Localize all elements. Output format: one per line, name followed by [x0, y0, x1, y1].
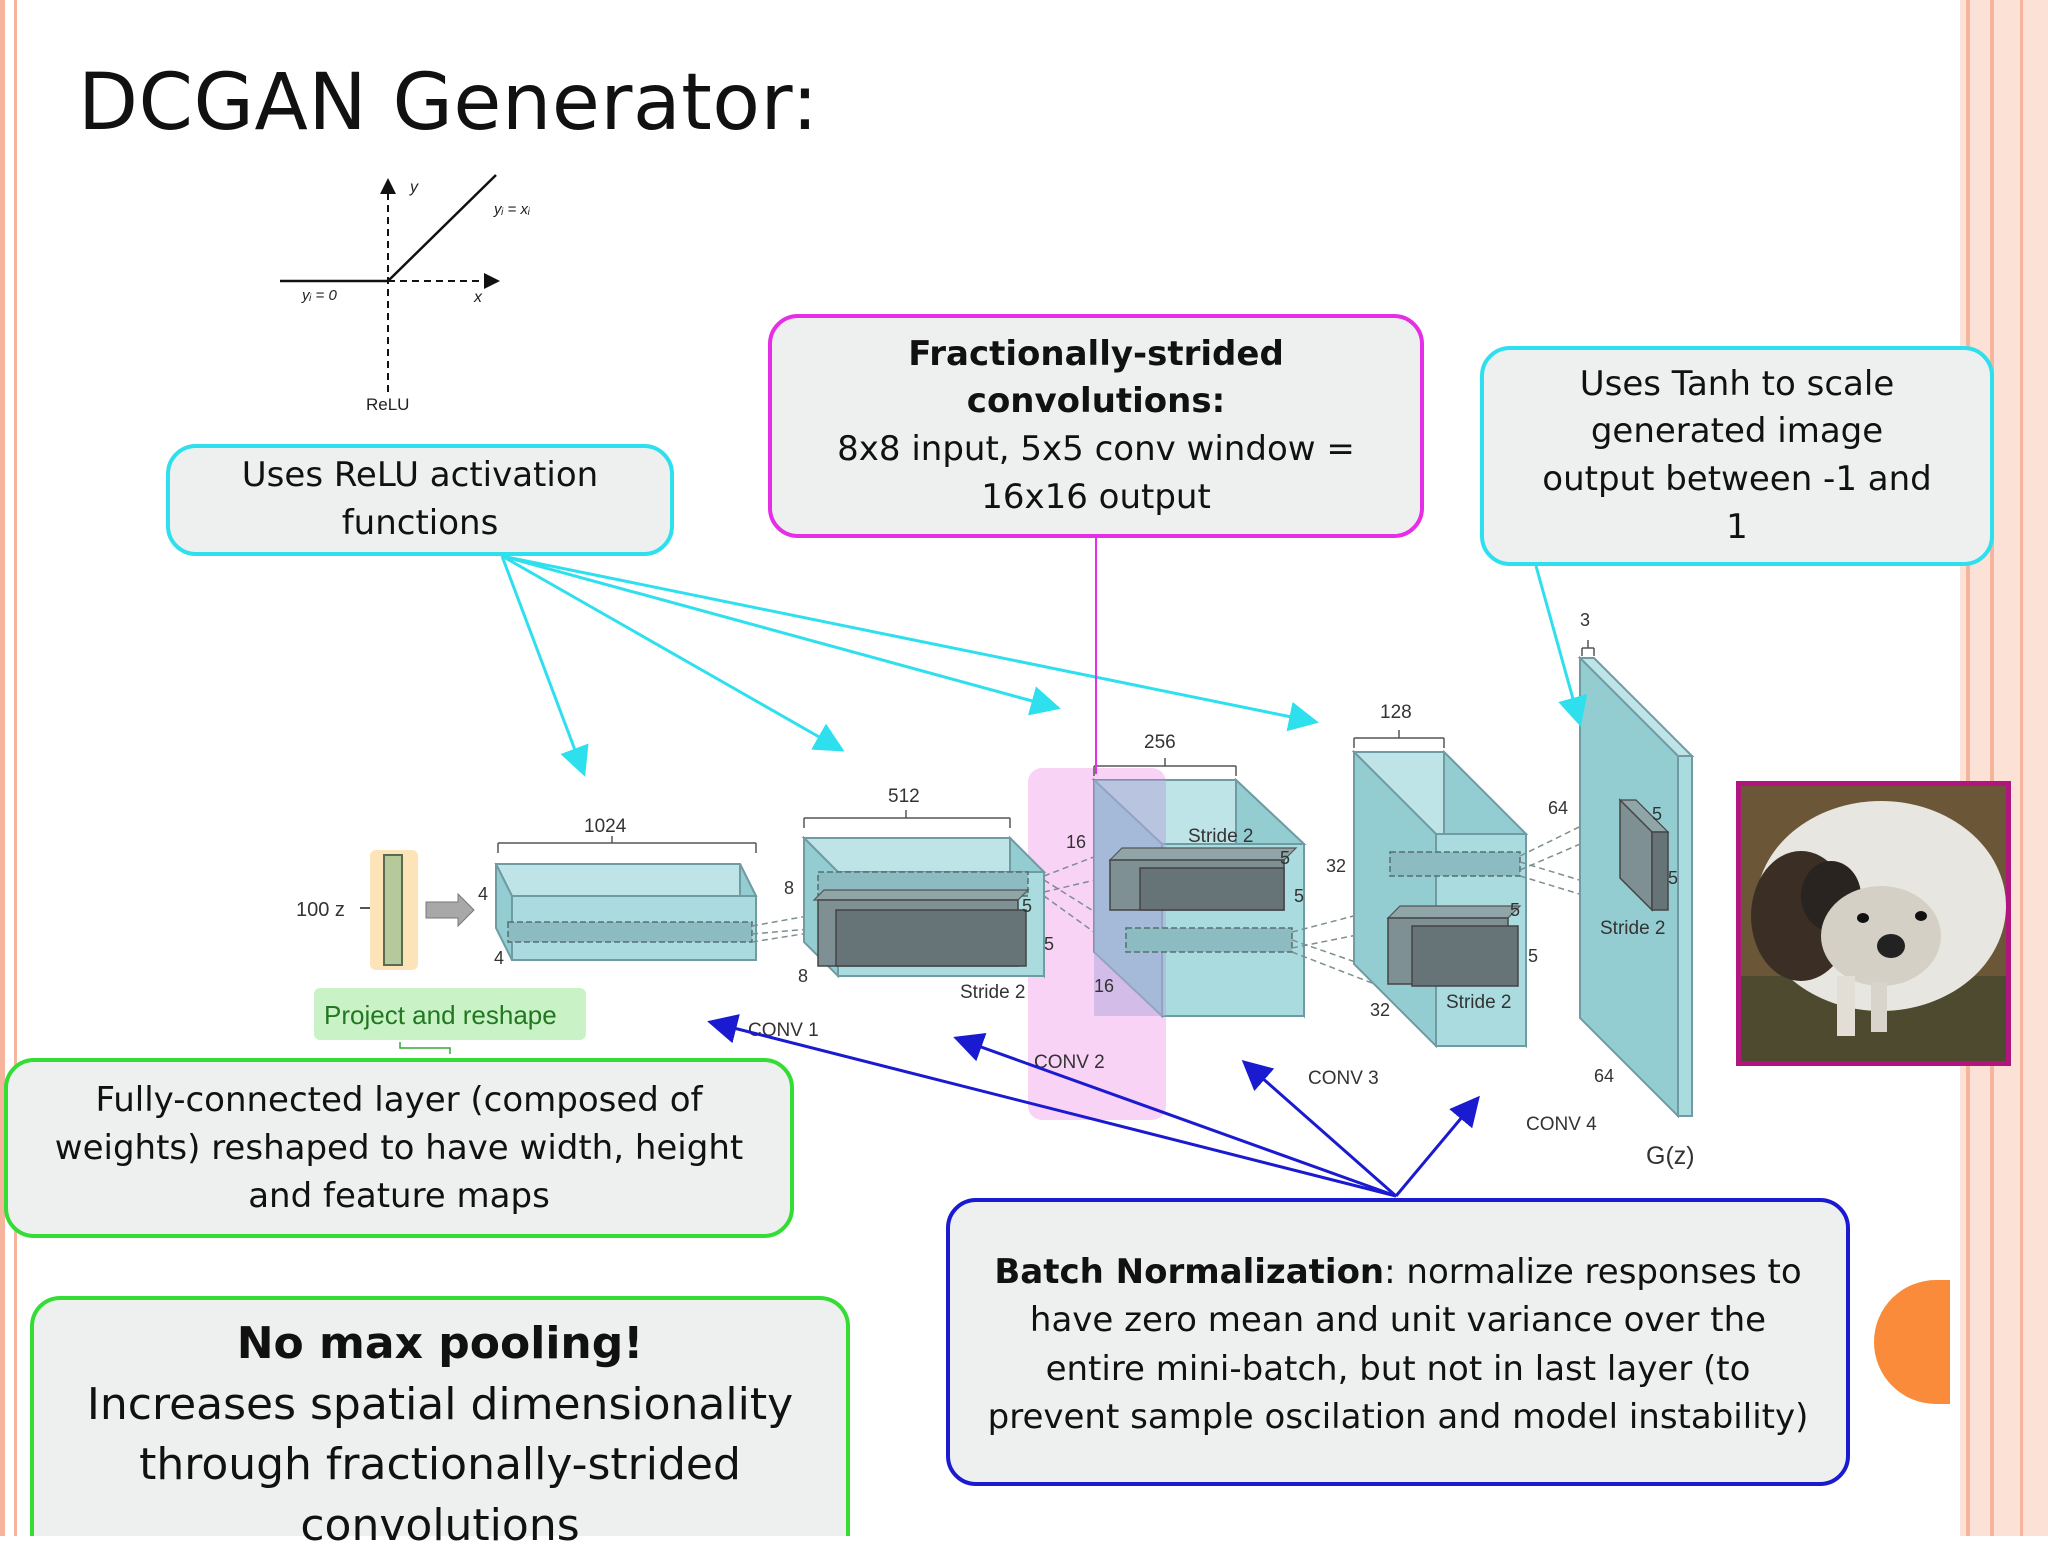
- project-label-bg: [314, 988, 586, 1040]
- tanh-arrow: [1534, 565, 1588, 727]
- layer3-stride: Stride 2: [1446, 992, 1511, 1013]
- layer0-height: 4: [478, 884, 488, 904]
- layer3-name: CONV 3: [1308, 1068, 1379, 1089]
- input-z: 100 z: [296, 850, 475, 970]
- project-bracket: [399, 1042, 451, 1054]
- layer1-width: 8: [798, 966, 808, 986]
- layer2-name: CONV 2: [1034, 1052, 1105, 1073]
- layer1-height: 8: [784, 878, 794, 898]
- batchnorm-callout-heading: Batch Normalization: [994, 1252, 1385, 1292]
- input-z-vector: [383, 854, 403, 966]
- layer3-height: 32: [1326, 856, 1346, 876]
- layer2-stride: Stride 2: [1188, 826, 1253, 847]
- no-pooling-callout-heading: No max pooling!: [236, 1318, 644, 1369]
- layer1-channels: 512: [888, 786, 920, 807]
- layer1-kernel-b: 5: [1044, 934, 1054, 954]
- layer0-width: 4: [494, 948, 504, 968]
- no-pooling-callout: No max pooling! Increases spatial dimens…: [30, 1296, 850, 1551]
- tanh-callout-text: Uses Tanh to scale generated image outpu…: [1542, 363, 1932, 547]
- right-border-line: [1966, 0, 1970, 1536]
- layer3-channels: 128: [1380, 702, 1412, 723]
- layer1-block: 512 8 8 5 5 Stride 2 CONV 1: [748, 786, 1054, 1041]
- relu-arrows: [500, 554, 1319, 777]
- right-border-line: [1990, 0, 1994, 1536]
- no-pooling-callout-text: Increases spatial dimensionality through…: [86, 1378, 794, 1552]
- page-title: DCGAN Generator:: [78, 58, 819, 148]
- layer4-stride: Stride 2: [1600, 918, 1665, 939]
- layer2-kernel-b: 5: [1294, 886, 1304, 906]
- layer4-kernel-a: 5: [1652, 804, 1662, 824]
- project-arrow-icon: [425, 892, 475, 928]
- fully-connected-callout: Fully-connected layer (composed of weigh…: [4, 1058, 794, 1238]
- relu-callout: Uses ReLU activation functions: [166, 444, 674, 556]
- relu-plot: y x yᵢ = xᵢ yᵢ = 0 ReLU: [280, 174, 531, 414]
- batchnorm-callout: Batch Normalization: normalize responses…: [946, 1198, 1850, 1486]
- fractional-callout-heading: Fractionally-strided convolutions:: [908, 333, 1284, 422]
- relu-caption: ReLU: [366, 395, 409, 414]
- layer3-kernel-b: 5: [1528, 946, 1538, 966]
- fractional-callout-text: 8x8 input, 5x5 conv window = 16x16 outpu…: [837, 429, 1355, 517]
- layer2-width: 16: [1094, 976, 1114, 996]
- batchnorm-callout-text: : normalize responses to have zero mean …: [987, 1252, 1809, 1437]
- layer0-channels: 1024: [584, 816, 627, 837]
- layer4-kernel-b: 5: [1668, 868, 1678, 888]
- layer4-width: 64: [1594, 1066, 1614, 1086]
- left-border-line: [0, 0, 5, 1536]
- tanh-callout: Uses Tanh to scale generated image outpu…: [1480, 346, 1994, 566]
- layer3-block: 128 32 32 5 5 Stride 2 CONV 3: [1308, 702, 1538, 1089]
- layer2-height: 16: [1066, 832, 1086, 852]
- batchnorm-arrows: [707, 1014, 1480, 1198]
- right-border-line: [2020, 0, 2023, 1536]
- layer1-stride: Stride 2: [960, 982, 1025, 1003]
- layer1-name: CONV 1: [748, 1020, 819, 1041]
- project-label: Project and reshape: [324, 1000, 557, 1030]
- relu-zero-eq: yᵢ = 0: [301, 287, 337, 304]
- layer2-block: 256 16 16 Stride 2 5 5 CONV 2: [1034, 732, 1307, 1073]
- output-label: G(z): [1646, 1142, 1695, 1170]
- layer4-channels: 3: [1580, 610, 1590, 630]
- layer4-name: CONV 4: [1526, 1114, 1597, 1135]
- generated-image: [1736, 781, 2011, 1066]
- relu-positive-eq: yᵢ = xᵢ: [493, 201, 531, 218]
- relu-callout-text: Uses ReLU activation functions: [241, 455, 599, 543]
- layer4-block: 3 64 64 5 5 Stride 2 CONV 4 G(z): [1526, 610, 1695, 1170]
- layer4-height: 64: [1548, 798, 1568, 818]
- relu-x-label: x: [473, 289, 483, 306]
- fully-connected-callout-text: Fully-connected layer (composed of weigh…: [54, 1079, 744, 1217]
- left-border-line: [14, 0, 17, 1536]
- layer2-channels: 256: [1144, 732, 1176, 753]
- relu-y-label: y: [409, 179, 419, 196]
- layer0-block: 1024 4 4: [478, 816, 758, 968]
- layer3-kernel-a: 5: [1510, 900, 1520, 920]
- relu-positive-line: [387, 174, 497, 282]
- right-border-stripe: [1960, 0, 2048, 1536]
- layer2-kernel-a: 5: [1280, 848, 1290, 868]
- layer3-width: 32: [1370, 1000, 1390, 1020]
- input-z-label: 100 z: [296, 899, 345, 921]
- fractional-callout: Fractionally-strided convolutions: 8x8 i…: [768, 314, 1424, 538]
- layer1-kernel-a: 5: [1022, 896, 1032, 916]
